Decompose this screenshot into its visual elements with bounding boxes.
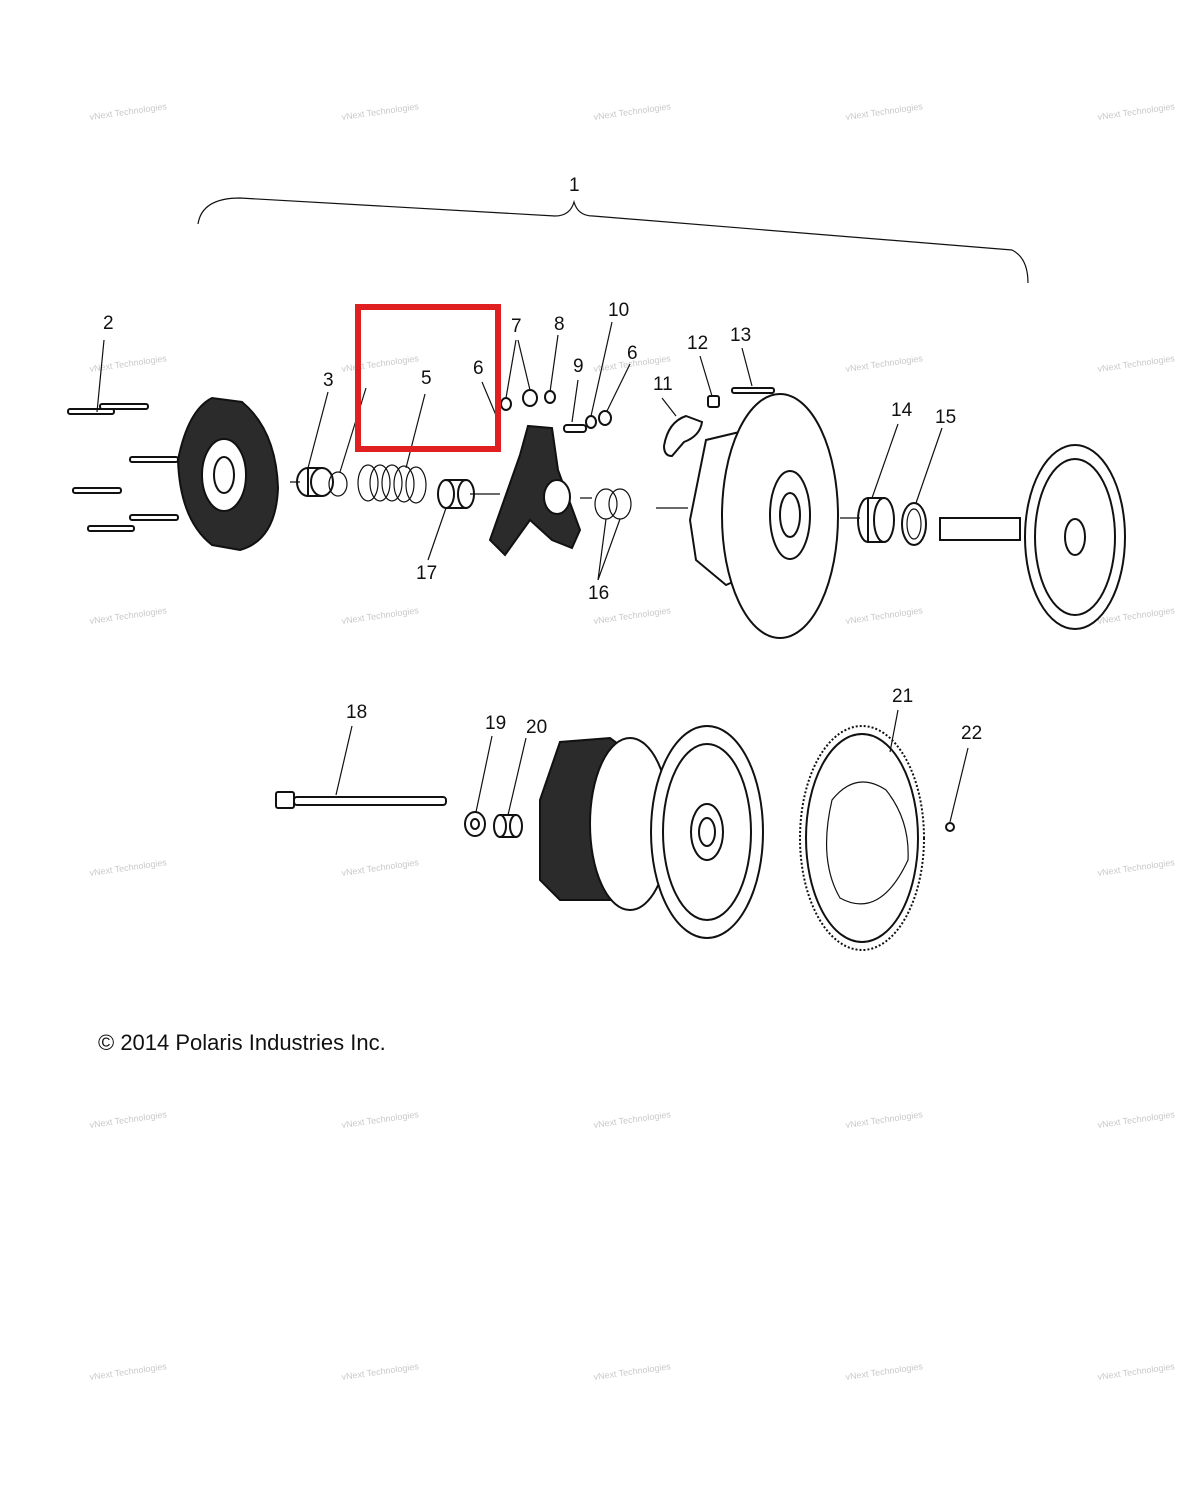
callout-6a: 6: [473, 358, 484, 379]
part-17-spacer[interactable]: [437, 479, 475, 509]
callouts: 1 2 3 5 6 7 8 9 10 6 11 12 13 14 15 16 1…: [103, 175, 982, 744]
part-18-bolt[interactable]: [275, 791, 447, 809]
watermark-text: vNext Technologies: [341, 1361, 420, 1382]
copyright-text: © 2014 Polaris Industries Inc.: [98, 1030, 386, 1055]
part-5-spring[interactable]: [357, 464, 427, 504]
callout-21: 21: [892, 686, 913, 707]
watermark-text: vNext Technologies: [593, 1361, 672, 1382]
watermark-text: vNext Technologies: [845, 353, 924, 374]
callout-9: 9: [573, 356, 584, 377]
callout-13: 13: [730, 325, 751, 346]
watermark-text: vNext Technologies: [593, 101, 672, 122]
watermark-text: vNext Technologies: [1097, 101, 1176, 122]
watermark-text: vNext Technologies: [341, 857, 420, 878]
part-7-8-rollers[interactable]: [500, 389, 556, 411]
watermark-text: vNext Technologies: [593, 1109, 672, 1130]
callout-7: 7: [511, 316, 522, 337]
callout-10: 10: [608, 300, 629, 321]
watermark-text: vNext Technologies: [89, 1109, 168, 1130]
callout-11: 11: [653, 374, 673, 395]
callout-12: 12: [687, 333, 708, 354]
part-12-nut[interactable]: [707, 395, 720, 408]
callout-22: 22: [961, 723, 982, 744]
part-19-washer[interactable]: [464, 811, 486, 837]
callout-16: 16: [588, 583, 609, 604]
part-22-screw[interactable]: [945, 822, 955, 832]
leader-lines: [96, 321, 969, 823]
part-11-weight[interactable]: [662, 414, 704, 458]
callout-1: 1: [569, 175, 580, 196]
watermark-text: vNext Technologies: [1097, 605, 1176, 626]
highlight-box: [355, 304, 501, 452]
watermark-text: vNext Technologies: [845, 1361, 924, 1382]
watermark-text: vNext Technologies: [89, 101, 168, 122]
part-16-bushings[interactable]: [594, 488, 632, 520]
fixed-sheave[interactable]: [939, 444, 1126, 630]
watermark-text: vNext Technologies: [845, 605, 924, 626]
watermark-text: vNext Technologies: [593, 605, 672, 626]
watermark-text: vNext Technologies: [1097, 353, 1176, 374]
watermark-text: vNext Technologies: [1097, 857, 1176, 878]
callout-8: 8: [554, 314, 565, 335]
callout-15: 15: [935, 407, 956, 428]
part-20-bushing[interactable]: [493, 814, 523, 838]
watermark-text: vNext Technologies: [89, 1361, 168, 1382]
part-15-seal[interactable]: [901, 502, 927, 546]
watermark-text: vNext Technologies: [845, 1109, 924, 1130]
watermark-text: vNext Technologies: [1097, 1109, 1176, 1130]
part-10-washer[interactable]: [585, 410, 612, 429]
callout-17: 17: [416, 563, 437, 584]
axis-line-top: [290, 481, 860, 519]
part-13-bolt[interactable]: [731, 387, 775, 394]
watermark-text: vNext Technologies: [89, 857, 168, 878]
callout-2: 2: [103, 313, 114, 334]
watermark-text: vNext Technologies: [1097, 1361, 1176, 1382]
callout-6b: 6: [627, 343, 638, 364]
watermark-text: vNext Technologies: [845, 101, 924, 122]
callout-14: 14: [891, 400, 913, 421]
moveable-sheave[interactable]: [688, 393, 839, 639]
drive-cover[interactable]: [176, 396, 280, 552]
watermark-text: vNext Technologies: [341, 605, 420, 626]
part-14-bushing[interactable]: [857, 497, 895, 543]
callout-5: 5: [421, 368, 432, 389]
assembly-bracket: [197, 197, 1029, 284]
callout-18: 18: [346, 702, 367, 723]
part-21-ring-gear[interactable]: [799, 725, 925, 951]
watermark-text: vNext Technologies: [341, 1109, 420, 1130]
part-9-pin[interactable]: [563, 424, 587, 433]
callout-19: 19: [485, 713, 506, 734]
watermark-text: vNext Technologies: [341, 101, 420, 122]
watermark-text: vNext Technologies: [89, 605, 168, 626]
part-2-bolts[interactable]: [67, 403, 179, 532]
clutch-assembly-lower[interactable]: [539, 725, 764, 939]
spider[interactable]: [488, 424, 582, 557]
watermark-text: vNext Technologies: [341, 353, 420, 374]
callout-20: 20: [526, 717, 547, 738]
callout-3: 3: [323, 370, 334, 391]
part-3-bushing[interactable]: [296, 467, 348, 497]
